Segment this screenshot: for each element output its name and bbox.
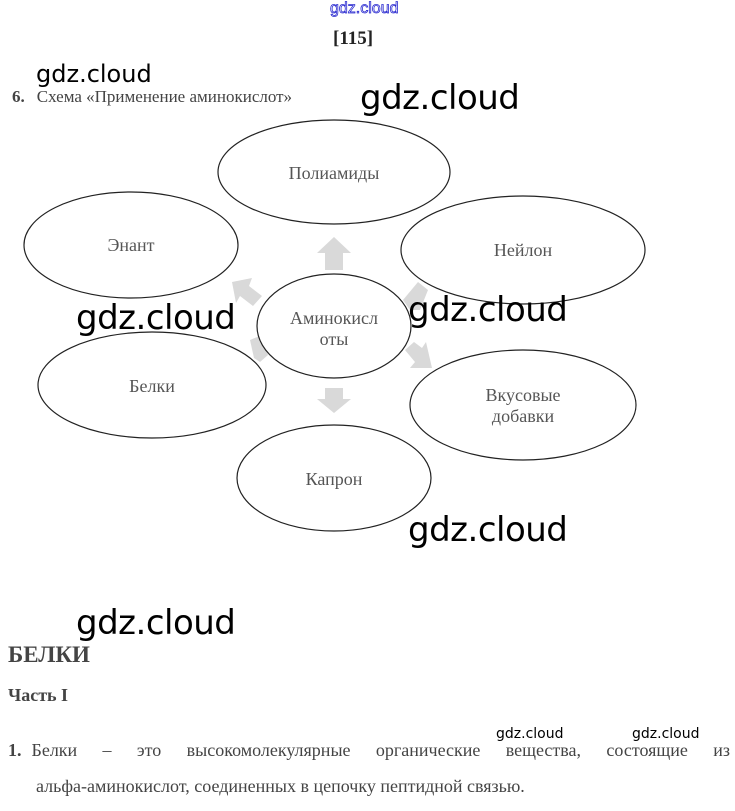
center-label: Аминокисл (290, 308, 378, 328)
arrow-upright (403, 282, 428, 310)
header-watermark: gdz.cloud (330, 0, 399, 17)
node-label: Энант (107, 235, 154, 255)
node-label: Вкусовые (485, 385, 560, 405)
task-6-heading: 6. Схема «Применение аминокислот» (12, 87, 292, 107)
node-label: Капрон (306, 469, 363, 489)
item-1-line-1: 1. Белки – это высокомолекулярные органич… (8, 740, 730, 761)
node-label: добавки (492, 406, 555, 426)
node-center: Аминокисл оты (256, 273, 412, 379)
item-number: 1. (8, 740, 22, 760)
node-kapron: Капрон (236, 424, 432, 532)
item-text: Белки – это высокомолекулярные органичес… (31, 740, 731, 760)
watermark: gdz.cloud (76, 298, 236, 338)
watermark: gdz.cloud (496, 726, 564, 742)
center-label: оты (320, 329, 349, 349)
amino-acids-diagram: Полиамиды Нейлон Энант Белки Вкусовые до… (23, 119, 646, 532)
arrow-up (317, 237, 351, 270)
section-title: БЕЛКИ (8, 642, 90, 667)
node-enant: Энант (23, 191, 239, 299)
watermark: gdz.cloud (408, 510, 568, 550)
node-label: Полиамиды (289, 163, 380, 183)
node-proteins: Белки (37, 331, 267, 439)
section-part: Часть I (8, 685, 69, 705)
watermark: gdz.cloud (408, 290, 568, 330)
item-1-line-2: альфа-аминокислот, соединенных в цепочку… (36, 776, 525, 796)
watermark: gdz.cloud (36, 60, 152, 88)
watermark: gdz.cloud (360, 78, 520, 118)
arrow-down (317, 388, 351, 413)
watermark: gdz.cloud (76, 603, 236, 643)
watermark: gdz.cloud (632, 726, 700, 742)
task-number: 6. (12, 87, 25, 106)
node-polyamides: Полиамиды (217, 119, 451, 225)
arrow-downright (405, 342, 432, 368)
task-title: Схема «Применение аминокислот» (36, 87, 293, 106)
node-label: Белки (129, 376, 175, 396)
node-label: Нейлон (494, 240, 553, 260)
page-number: [115] (333, 28, 374, 49)
node-nylon: Нейлон (400, 195, 646, 305)
arrow-upleft (232, 278, 262, 306)
node-flavor: Вкусовые добавки (409, 349, 637, 461)
